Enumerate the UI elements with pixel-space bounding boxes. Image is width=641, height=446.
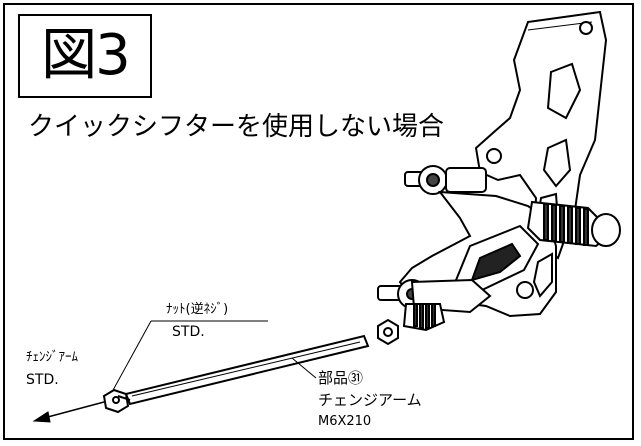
shift-arm	[377, 278, 492, 332]
rod-callout-spec: M6X210	[318, 414, 372, 429]
figure-frame	[3, 3, 634, 440]
rod-callout-name: チェンジアーム	[318, 391, 422, 409]
nut-callout-name: ﾅｯﾄ(逆ﾈｼﾞ)	[166, 302, 229, 317]
figure-number: 図3	[41, 23, 131, 88]
direction-arrow	[32, 401, 105, 423]
arm-end-callout-name: ﾁｪﾝｼﾞｱｰﾑ	[26, 350, 78, 365]
reverse-thread-nut	[377, 318, 399, 346]
figure-heading: クイックシフターを使用しない場合	[28, 112, 445, 142]
arm-end-callout-spec: STD.	[26, 372, 59, 388]
footpeg	[526, 200, 621, 248]
upper-pivot	[404, 165, 487, 195]
figure-number-box: 図3	[18, 14, 152, 98]
rod-callout-part: 部品㉛	[318, 369, 364, 387]
leader-lines	[111, 320, 317, 393]
change-arm-rod	[102, 334, 370, 414]
nut-callout-spec: STD.	[172, 324, 205, 340]
